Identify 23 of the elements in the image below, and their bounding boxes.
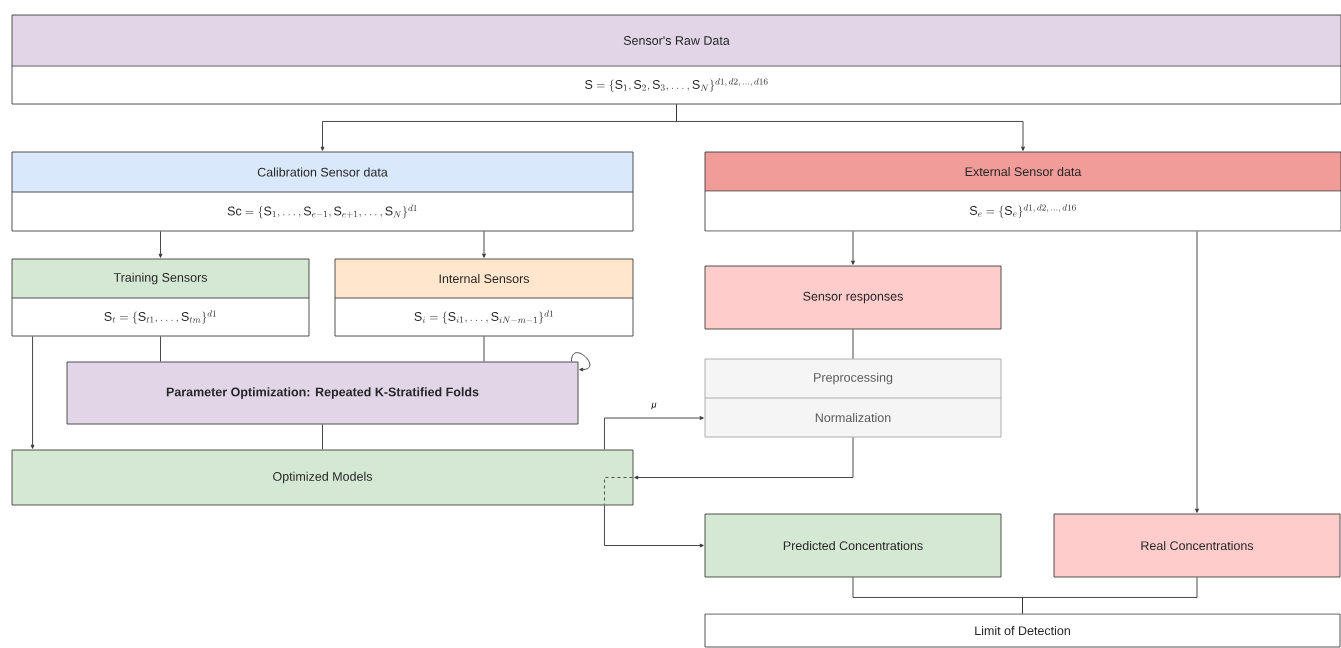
data-box: Sensor's Raw Data $\mathrm{S} = \{\mathrm{S}_{1}, \mathrm{S}_{2}, \mathrm{S}_{3}, \ldots, \mathrm{S}_{N}\}^{d1,\, d2,\, \ldots,\, d16}$ xyxy=(11,14,1341,105)
arrow xyxy=(1195,231,1199,513)
edge-label: μ xyxy=(650,401,658,411)
process-box: Predicted Concentrations xyxy=(704,513,1002,578)
process-box: Sensor responses xyxy=(704,265,1002,330)
process-box: Optimized Models xyxy=(11,449,634,506)
arrow xyxy=(604,505,704,548)
arrow xyxy=(158,231,163,258)
process-box: Real Concentrations xyxy=(1053,513,1341,578)
arrow xyxy=(851,231,855,265)
arrow xyxy=(676,104,1025,151)
arrow xyxy=(30,336,35,449)
arrow xyxy=(571,352,591,372)
data-box: Training Sensors $\mathrm{S}_{t} = \{\mathrm{S}_{t1}, \ldots, \mathrm{S}_{tm}\}^{d1}$ xyxy=(11,258,310,337)
data-box: Internal Sensors $\mathrm{S}_{i} = \{\mathrm{S}_{i1}, \ldots, \mathrm{S}_{iN-m-1}\}^{d1}$ xyxy=(334,258,634,337)
data-box: Calibration Sensor data $\mathrm{Sc} = \{\mathrm{S}_{1}, \ldots, \mathrm{S}_{e-1}, \mathrm{S}_{e+1}, \ldots, \mathrm{S}_{N}\}^{d1}$ xyxy=(11,151,634,232)
data-box: External Sensor data $\mathrm{S}_{e} = \{\mathrm{S}_{e}\}^{d1,\, d2,\, \ldots,\, d16}$ xyxy=(704,151,1341,232)
process-box: Limit of Detection xyxy=(704,613,1341,648)
process-box: Parameter Optimization: Repeated K-Stratified Folds xyxy=(66,361,579,425)
arrow xyxy=(604,416,704,450)
arrow xyxy=(634,437,854,480)
data-box: Preprocessing Normalization xyxy=(704,358,1002,438)
arrow xyxy=(482,231,486,258)
